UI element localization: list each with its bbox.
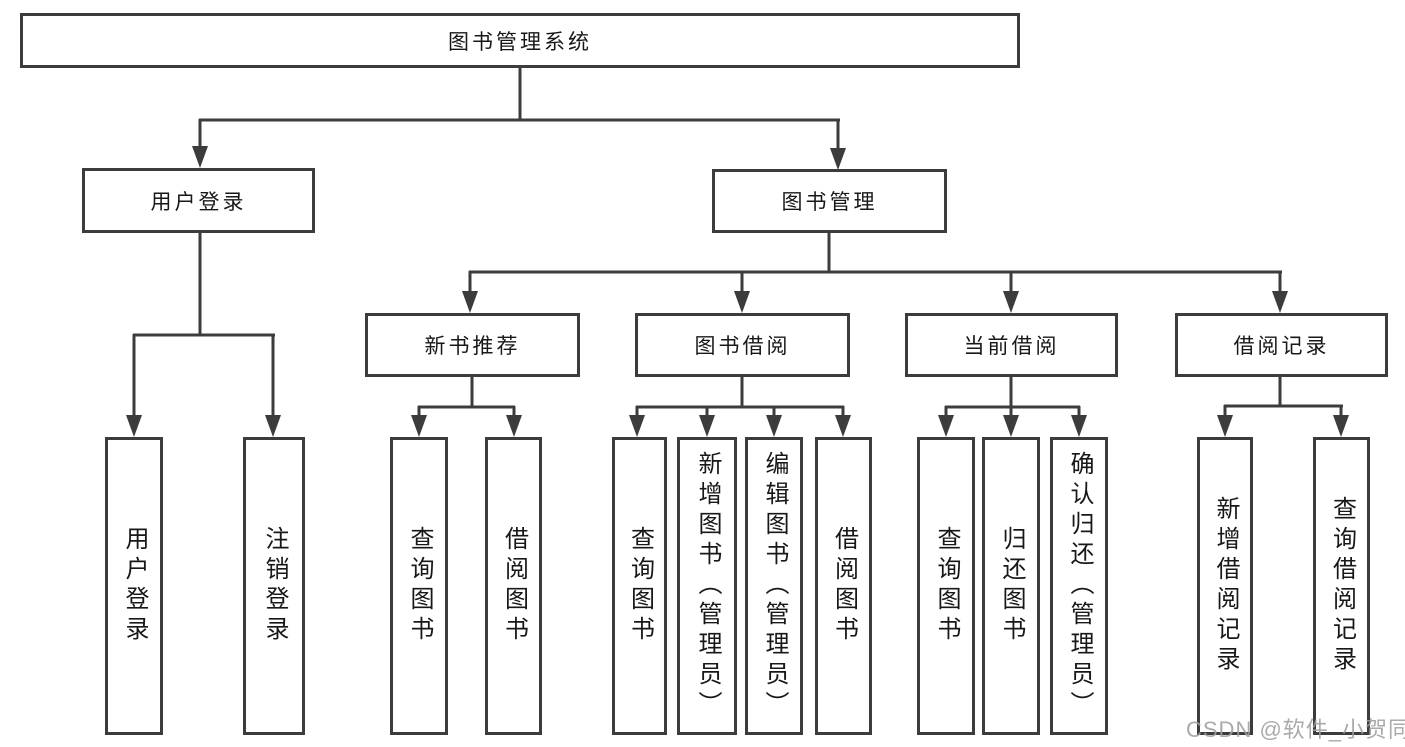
node-current-borrow: 当前借阅	[905, 313, 1118, 377]
node-borrow-records: 借阅记录	[1175, 313, 1388, 377]
leaf-logout: 注销登录	[243, 437, 305, 735]
leaf-query-borrow-record: 查询借阅记录	[1313, 437, 1370, 735]
node-book-management: 图书管理	[712, 169, 947, 233]
leaf-return-books: 归还图书	[982, 437, 1040, 735]
leaf-edit-book-admin: 编辑图书（管理员）	[745, 437, 803, 735]
node-new-book-recommend: 新书推荐	[365, 313, 580, 377]
node-book-borrow: 图书借阅	[635, 313, 850, 377]
arrowheads	[126, 146, 1349, 437]
leaf-borrow-books-2: 借阅图书	[815, 437, 872, 735]
node-root: 图书管理系统	[20, 13, 1020, 68]
leaf-query-books-1: 查询图书	[390, 437, 448, 735]
leaf-add-book-admin: 新增图书（管理员）	[677, 437, 737, 735]
leaf-add-borrow-record: 新增借阅记录	[1197, 437, 1253, 735]
leaf-user-login: 用户登录	[105, 437, 163, 735]
leaf-borrow-books-1: 借阅图书	[485, 437, 542, 735]
leaf-query-books-3: 查询图书	[917, 437, 975, 735]
csdn-watermark: CSDN @软件_小贺同学	[1186, 717, 1405, 742]
leaf-query-books-2: 查询图书	[612, 437, 667, 735]
node-user-login: 用户登录	[82, 168, 315, 233]
leaf-confirm-return-admin: 确认归还（管理员）	[1050, 437, 1108, 735]
